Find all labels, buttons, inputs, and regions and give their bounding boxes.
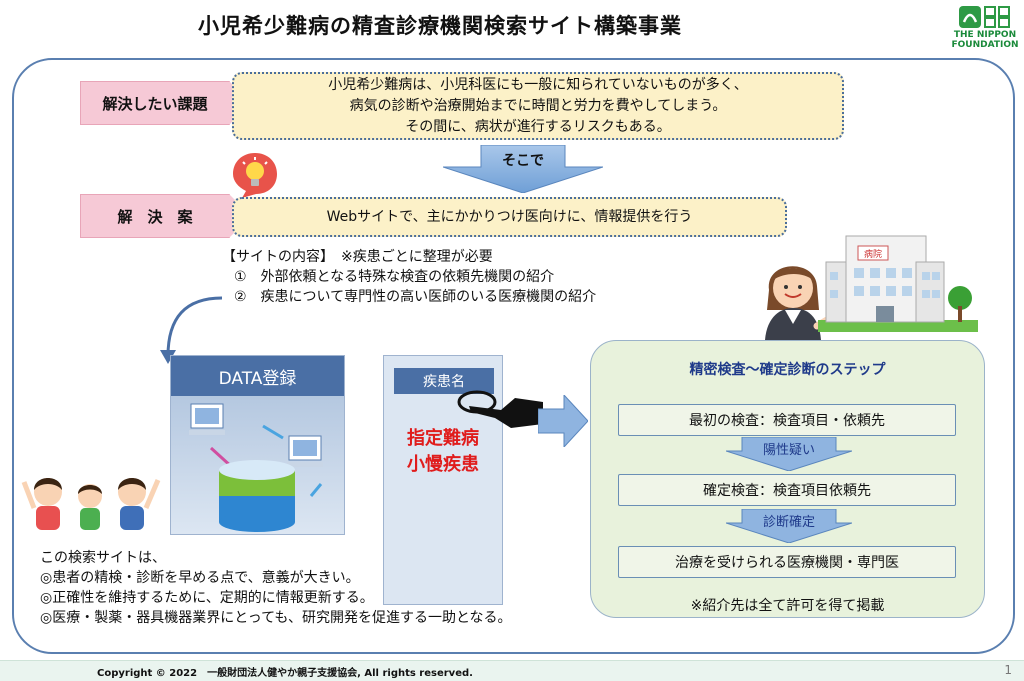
summary-text: この検索サイトは、 ◎患者の精検・診断を早める点で、意義が大きい。 ◎正確性を維… xyxy=(40,548,512,628)
disease-box: 疾患名 指定難病 小慢疾患 xyxy=(383,355,503,605)
database-icon xyxy=(219,460,295,532)
lightbulb-icon xyxy=(230,150,280,200)
solution-text: Webサイトで、主にかかりつけ医向けに、情報提供を行う xyxy=(326,208,693,225)
disease-line-1: 指定難病 xyxy=(407,428,479,449)
step-arrow-2: 診断確定 xyxy=(725,508,853,544)
site-content-item-2: ② 疾患について専門性の高い医師のいる医療機関の紹介 xyxy=(234,289,597,305)
summary-line-4: ◎医療・製薬・器具機器業界にとっても、研究開発を促進する一助となる。 xyxy=(40,610,512,626)
hospital-building-icon: 病院 xyxy=(818,232,978,332)
disease-categories: 指定難病 小慢疾患 xyxy=(384,426,502,478)
disease-line-2: 小慢疾患 xyxy=(407,454,479,475)
sokode-label: そこで xyxy=(502,153,544,169)
page-title: 小児希少難病の精査診療機関検索サイト構築事業 xyxy=(198,14,682,38)
footer: Copyright © 2022 一般財団法人健やか親子支援協会, All ri… xyxy=(0,660,1024,681)
step-2: 確定検査：検査項目依頼先 xyxy=(618,474,956,506)
logo-text-line1: THE NIPPON xyxy=(953,30,1017,40)
problem-label: 解決したい課題 xyxy=(80,81,251,125)
computer-icon xyxy=(287,435,323,467)
problem-line-1: 小児希少難病は、小児科医にも一般に知られていないものが多く、 xyxy=(328,76,748,93)
database-illustration xyxy=(189,403,323,532)
right-arrow-icon xyxy=(537,393,589,449)
step-arrow-1: 陽性疑い xyxy=(725,436,853,472)
site-content-item-1: ① 外部依頼となる特殊な検査の依頼先機関の紹介 xyxy=(234,269,555,285)
computer-icon xyxy=(189,403,225,435)
page-number: 1 xyxy=(1004,663,1012,677)
step-arrow-2-label: 診断確定 xyxy=(762,515,815,530)
summary-line-2: ◎患者の精検・診断を早める点で、意義が大きい。 xyxy=(40,570,360,586)
step-arrow-1-label: 陽性疑い xyxy=(762,443,815,458)
site-content: 【サイトの内容】 ※疾患ごとに整理が必要 ① 外部依頼となる特殊な検査の依頼先機… xyxy=(222,247,596,307)
copyright: Copyright © 2022 一般財団法人健やか親子支援協会, All ri… xyxy=(97,668,473,679)
steps-title: 精密検査～確定診断のステップ xyxy=(689,362,886,378)
down-arrow-icon xyxy=(725,508,853,544)
down-arrow-icon xyxy=(442,144,604,194)
data-title: DATA登録 xyxy=(171,356,344,396)
disease-tab[interactable]: 疾患名 xyxy=(394,368,494,394)
problem-box: 小児希少難病は、小児科医にも一般に知られていないものが多く、 病気の診断や治療開… xyxy=(232,72,844,140)
summary-line-1: この検索サイトは、 xyxy=(40,550,166,566)
content-frame xyxy=(12,58,1015,654)
steps-note: ※紹介先は全て許可を得て掲載 xyxy=(690,598,885,614)
step-1: 最初の検査：検査項目・依頼先 xyxy=(618,404,956,436)
site-content-heading: 【サイトの内容】 ※疾患ごとに整理が必要 xyxy=(222,249,493,265)
down-arrow-icon xyxy=(725,436,853,472)
logo-mark-icon xyxy=(957,4,1013,30)
steps-panel: 精密検査～確定診断のステップ 最初の検査：検査項目・依頼先 陽性疑い 確定検査：… xyxy=(590,340,985,618)
curved-arrow-icon xyxy=(150,290,230,370)
summary-line-3: ◎正確性を維持するために、定期的に情報更新する。 xyxy=(40,590,374,606)
step-3: 治療を受けられる医療機関・専門医 xyxy=(618,546,956,578)
pointing-hand-icon xyxy=(455,388,545,430)
logo-text-line2: FOUNDATION xyxy=(951,40,1019,50)
nippon-foundation-logo: THE NIPPON FOUNDATION xyxy=(950,4,1020,60)
solution-label: 解 決 案 xyxy=(80,194,251,238)
children-icon xyxy=(18,468,166,530)
sokode-down-arrow: そこで xyxy=(442,144,604,194)
solution-box: Webサイトで、主にかかりつけ医向けに、情報提供を行う xyxy=(232,197,787,237)
data-registration-box: DATA登録 xyxy=(170,355,345,535)
problem-line-2: 病気の診断や治療開始までに時間と労力を費やしてしまう。 xyxy=(349,97,727,114)
problem-line-3: その間に、病状が進行するリスクもある。 xyxy=(405,118,671,135)
disease-tab-label: 疾患名 xyxy=(423,374,465,390)
hospital-sign: 病院 xyxy=(863,250,882,260)
